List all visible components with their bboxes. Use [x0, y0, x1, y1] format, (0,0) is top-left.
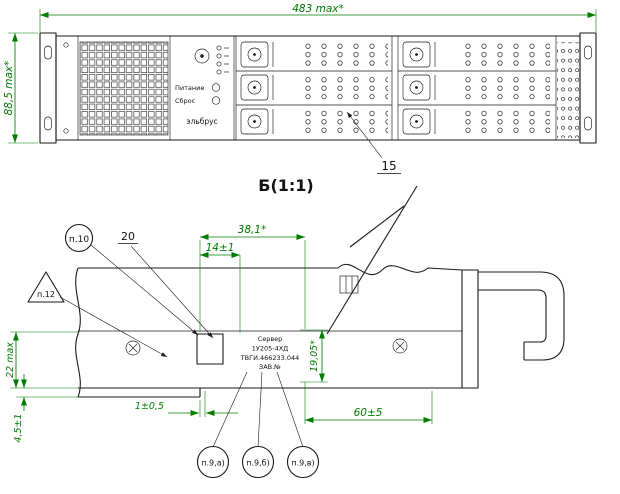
right-vent-strip [557, 42, 579, 138]
front-view-dimensions: 483 max* 88,5 max* [3, 3, 597, 144]
balloon-p9a-label: п.9,а) [201, 459, 224, 468]
left-ear [39, 32, 57, 144]
callout-15: 15 [346, 111, 401, 174]
reset-button-label: Сброс [175, 97, 196, 105]
power-button-label: Питание [175, 84, 204, 92]
dim-22-label: 22 max [5, 342, 16, 378]
detail-outline: Сервер 1У205-4ХД ТВГИ.466233.044 ЗАВ.№ [75, 185, 565, 398]
detail-callouts: п.10 20 п.12 п.9,а) п.9,б) п.9,в) [27, 223, 320, 479]
drive-tray-latch[interactable] [240, 41, 269, 68]
dim-height-label: 88,5 max* [3, 61, 15, 116]
drive-bay-group-b [397, 36, 557, 140]
status-leds [216, 45, 229, 75]
triangle-p12-label: п.12 [37, 290, 55, 299]
dim-38-label: 38,1* [238, 224, 267, 236]
brand-label: эльбрус [186, 117, 217, 126]
handle-inner [478, 289, 547, 343]
cutting-plane-cross [349, 205, 405, 248]
front-panel: Питание Сброс эльбрус [39, 32, 597, 174]
plate-line3: ТВГИ.466233.044 [240, 354, 300, 362]
control-panel: Питание Сброс эльбрус [175, 45, 229, 126]
screw-right [392, 338, 408, 354]
item-20-label: 20 [121, 230, 135, 243]
dim-width-label: 483 max* [292, 3, 344, 15]
nameplate: Сервер 1У205-4ХД ТВГИ.466233.044 ЗАВ.№ [240, 335, 300, 371]
drive-bay-group-a [235, 36, 393, 140]
section-title: Б(1:1) [258, 176, 313, 195]
handle-outer [478, 271, 565, 361]
rack-ear [461, 269, 479, 389]
drive-tray-latch[interactable] [402, 74, 431, 101]
drive-tray-latch[interactable] [240, 74, 269, 101]
power-button[interactable] [211, 83, 221, 92]
triangle-p12 [27, 271, 65, 303]
drive-tray-latch[interactable] [402, 41, 431, 68]
dim-60-label: 60±5 [354, 407, 383, 419]
vent-grille [79, 41, 169, 136]
right-ear [579, 32, 597, 144]
cutting-plane-line [326, 185, 418, 335]
dim-1905-label: 19,05* [309, 340, 320, 372]
dim-1-label: 1±0,5 [135, 401, 164, 412]
balloon-p9c-label: п.9,в) [291, 459, 314, 468]
dim-45-label: 4,5±1 [13, 413, 24, 442]
balloon-p9b-label: п.9,б) [246, 459, 269, 468]
reset-button[interactable] [211, 96, 221, 105]
dim-14-label: 14±1 [206, 242, 235, 254]
balloon-p9a [196, 445, 230, 479]
plate-line1: Сервер [258, 335, 283, 343]
clip-feature [339, 275, 359, 294]
plate-line4: ЗАВ.№ [259, 363, 281, 371]
drive-tray-latch[interactable] [240, 108, 269, 135]
plate-line2: 1У205-4ХД [252, 345, 289, 353]
power-led-ring [194, 48, 210, 64]
chassis-face [55, 35, 581, 141]
balloon-p9c [286, 445, 320, 479]
bracket-part [196, 333, 224, 365]
balloon-p9b [241, 445, 275, 479]
balloon-p10 [64, 223, 94, 253]
detail-dimensions: 38,1* 14±1 22 max 4,5±1 1±0,5 60±5 19,05… [5, 224, 433, 443]
callout-15-label: 15 [381, 159, 396, 173]
drive-tray-latch[interactable] [402, 108, 431, 135]
screw-left [125, 340, 141, 356]
balloon-p10-label: п.10 [69, 235, 89, 245]
